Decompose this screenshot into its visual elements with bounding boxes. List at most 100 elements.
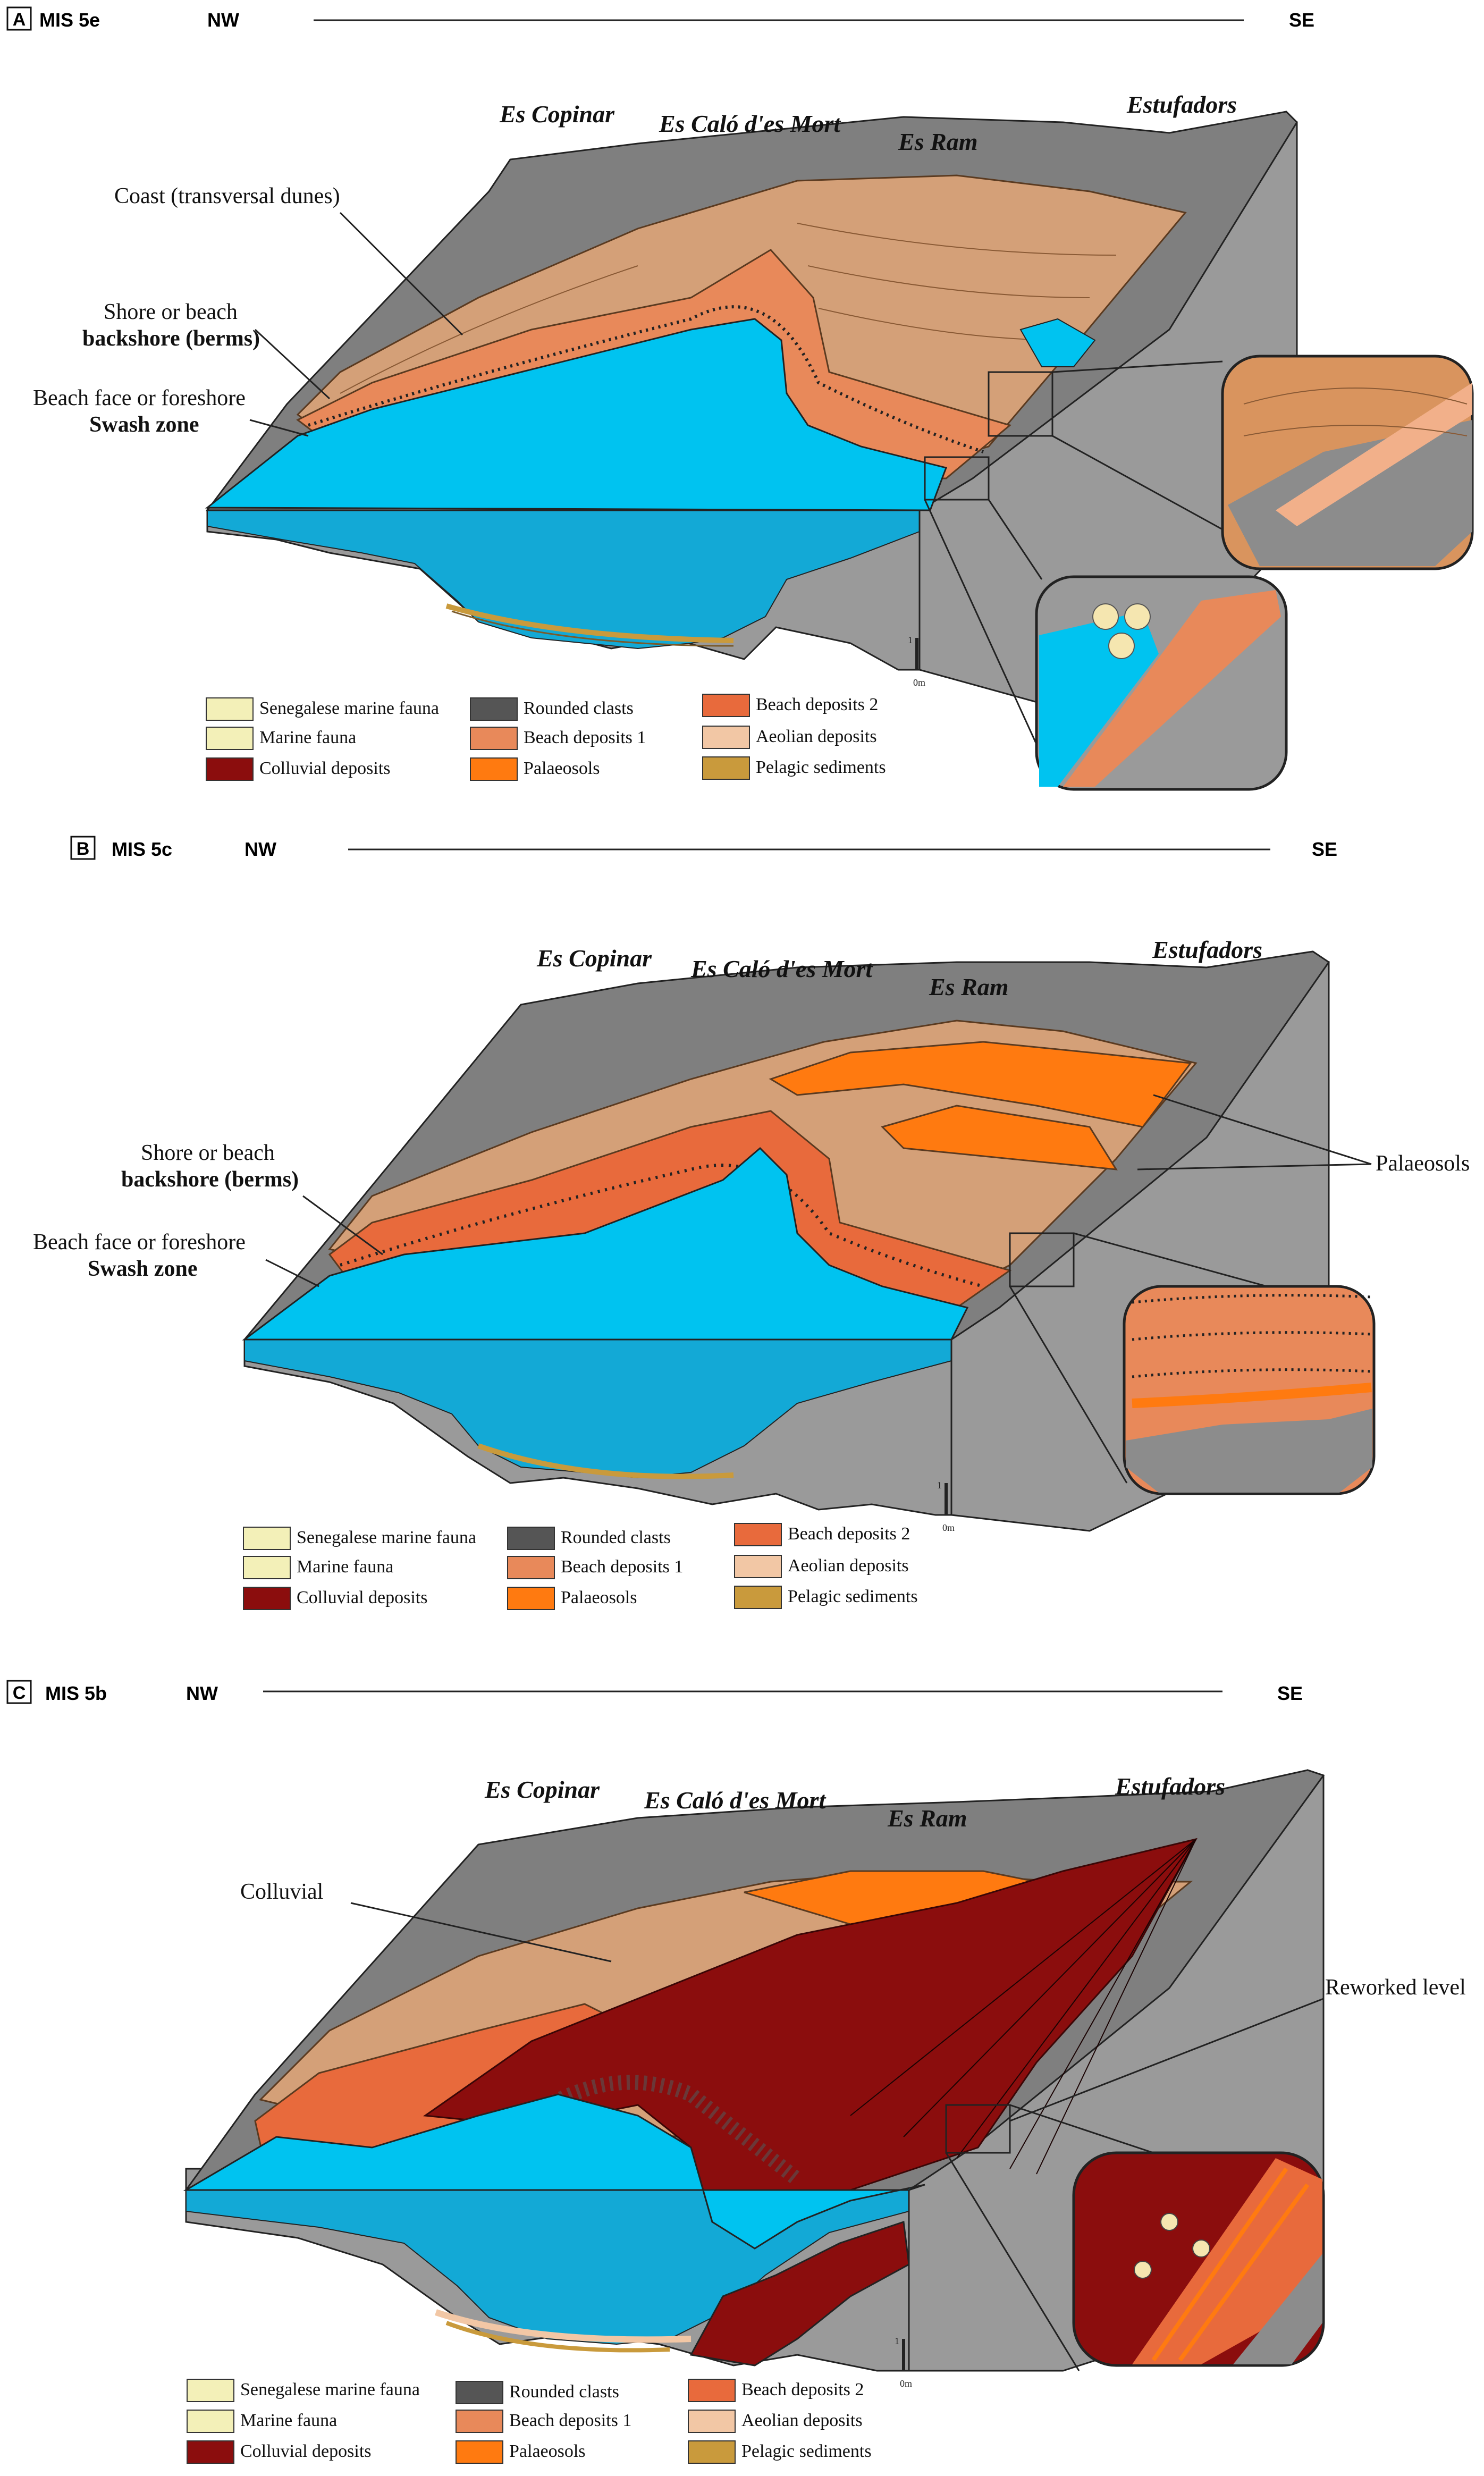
panel-title: MIS 5c [112, 838, 172, 860]
swatch-palaeosols [507, 1587, 555, 1610]
swatch-beach-1 [470, 727, 518, 750]
leader-reworked [1009, 1998, 1324, 2122]
swatch-aeolian [734, 1555, 782, 1578]
annotation-palaeosols: Palaeosols [1376, 1151, 1470, 1176]
leader-colluvial [350, 1902, 612, 1963]
clasts-texture [527, 2075, 802, 2185]
place-es-calo: Es Caló d'es Mort [644, 1787, 826, 1814]
annotation-face-1: Beach face or foreshore [33, 386, 246, 410]
swatch-colluvial [187, 2440, 234, 2464]
swatch-pelagic [688, 2440, 736, 2464]
place-es-ram: Es Ram [898, 128, 978, 155]
place-es-ram: Es Ram [929, 973, 1009, 1000]
annotation-shore-2: backshore (berms) [121, 1167, 299, 1192]
sea [205, 318, 947, 511]
legend-rounded-clasts: Rounded clasts [561, 1528, 671, 1547]
swatch-senegalese [206, 697, 254, 721]
scale-zero: 0m [942, 1522, 955, 1533]
legend-senegalese: Senegalese marine fauna [240, 2380, 420, 2399]
inset-2 [924, 499, 1288, 791]
annotation-shore-1: Shore or beach [141, 1141, 275, 1165]
swatch-beach-1 [456, 2410, 503, 2433]
place-estufadors: Estufadors [1115, 1773, 1225, 1800]
swatch-colluvial [206, 757, 254, 781]
legend-pelagic: Pelagic sediments [788, 1587, 918, 1606]
lagoon [1019, 318, 1096, 367]
legend: Senegalese marine fauna Marine fauna Col… [187, 2379, 872, 2464]
panel-letter: C [13, 1683, 26, 1703]
detail-box-1 [988, 371, 1053, 437]
panel-letter-box [70, 836, 96, 860]
legend-colluvial: Colluvial deposits [259, 759, 391, 778]
palaeosol-upper [769, 1041, 1192, 1128]
place-es-ram: Es Ram [887, 1805, 967, 1832]
annotation-shore-2: backshore (berms) [82, 326, 260, 351]
scale-zero: 0m [900, 2378, 912, 2389]
scale-one: 1 [908, 635, 913, 645]
place-es-calo: Es Caló d'es Mort [690, 955, 873, 982]
colluvial-section [689, 2220, 910, 2366]
leader-face [265, 1259, 319, 1287]
scale-zero: 0m [913, 677, 925, 688]
legend-colluvial: Colluvial deposits [240, 2441, 372, 2461]
legend-palaeosols: Palaeosols [524, 759, 600, 778]
pelagic-line [451, 610, 734, 647]
legend-rounded-clasts: Rounded clasts [509, 2382, 619, 2402]
swatch-colluvial [243, 1587, 291, 1610]
fan-lines [850, 1839, 1196, 2175]
detail-box-2 [924, 456, 990, 501]
swatch-rounded-clasts [456, 2381, 503, 2404]
swatch-palaeosols [470, 757, 518, 781]
inset [945, 2104, 1325, 2371]
swatch-marine-fauna [187, 2410, 234, 2433]
legend-beach-1: Beach deposits 1 [561, 1557, 683, 1577]
nw-label: NW [207, 9, 239, 31]
legend-aeolian: Aeolian deposits [741, 2411, 863, 2430]
swatch-beach-1 [507, 1556, 555, 1579]
place-estufadors: Estufadors [1152, 936, 1262, 963]
annotation-reworked: Reworked level [1325, 1975, 1466, 2000]
swatch-rounded-clasts [507, 1527, 555, 1550]
legend-aeolian: Aeolian deposits [788, 1556, 909, 1576]
panel-title: MIS 5e [39, 9, 100, 31]
swatch-aeolian [688, 2410, 736, 2433]
legend-senegalese: Senegalese marine fauna [259, 698, 439, 718]
legend-beach-2: Beach deposits 2 [788, 1524, 910, 1544]
panel-b-diagram: B MIS 5c NW SE 1 0m Es Copinar Es Caló d… [33, 836, 1470, 1610]
place-es-copinar: Es Copinar [484, 1776, 600, 1803]
annotation-face-2: Swash zone [89, 412, 199, 437]
palaeosol-lower [881, 1105, 1118, 1170]
aeolian-lens [435, 2309, 692, 2343]
sea [183, 2093, 925, 2250]
pelagic-lens [477, 1443, 734, 1479]
legend-rounded-clasts: Rounded clasts [524, 698, 634, 718]
pelagic-lens [445, 603, 734, 643]
panel-a-diagram: A MIS 5e NW SE 1 0m Es Copinar Es Caló d… [6, 6, 1474, 791]
swatch-aeolian [702, 726, 750, 749]
scale-one: 1 [937, 1480, 942, 1490]
legend-pelagic: Pelagic sediments [741, 2441, 872, 2461]
panel-letter: B [77, 839, 90, 859]
se-label: SE [1277, 1682, 1303, 1704]
annotation-face-1: Beach face or foreshore [33, 1230, 246, 1254]
panel-title: MIS 5b [45, 1682, 107, 1704]
panel-b: B MIS 5c NW SE 1 0m Es Copinar Es Caló d… [0, 829, 1484, 1648]
legend-colluvial: Colluvial deposits [297, 1588, 428, 1607]
legend-palaeosols: Palaeosols [509, 2441, 586, 2461]
swatch-beach-2 [734, 1523, 782, 1546]
panel-c-diagram: C MIS 5b NW SE 1 0m Es Copinar Es Caló d… [6, 1680, 1466, 2464]
swatch-pelagic [702, 756, 750, 780]
leader-coast [339, 212, 463, 336]
legend: Senegalese marine fauna Marine fauna Col… [243, 1523, 918, 1610]
swatch-senegalese [187, 2379, 234, 2402]
place-es-calo: Es Caló d'es Mort [659, 110, 841, 137]
legend-marine-fauna: Marine fauna [259, 728, 356, 747]
legend-marine-fauna: Marine fauna [297, 1557, 393, 1577]
swatch-beach-2 [688, 2379, 736, 2402]
detail-box [1009, 1232, 1075, 1287]
swatch-senegalese [243, 1527, 291, 1550]
inset [1009, 1232, 1376, 1495]
leader-shore [302, 1195, 383, 1256]
swatch-marine-fauna [206, 727, 254, 750]
scale-one: 1 [895, 2336, 899, 2346]
